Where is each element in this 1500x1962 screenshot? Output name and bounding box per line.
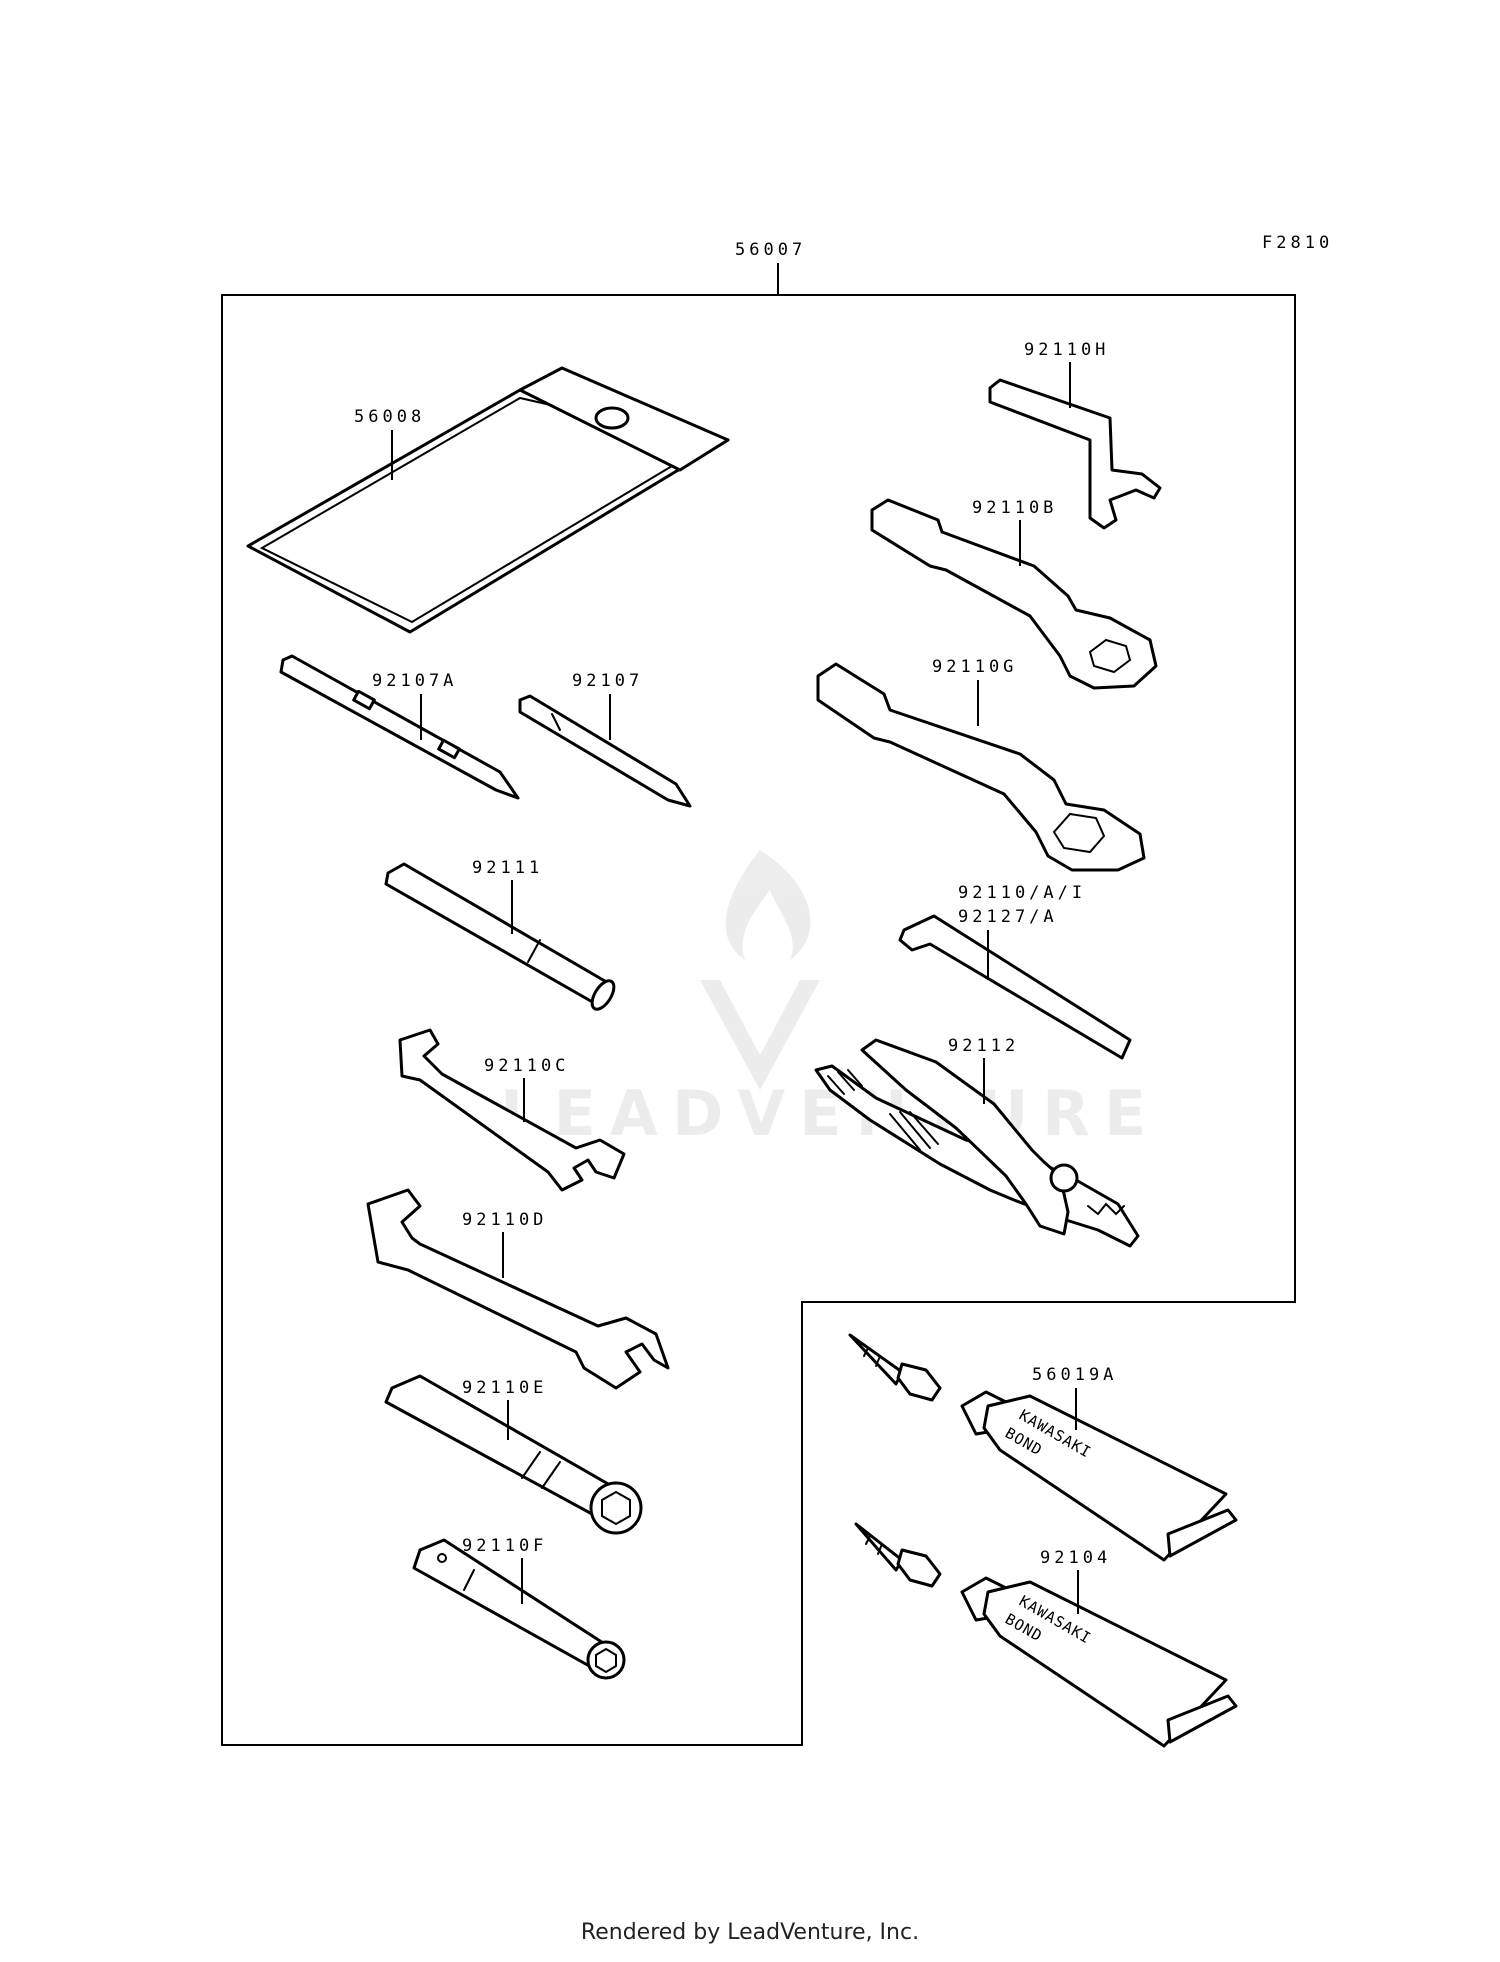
watermark-text: LEADVENTURE (500, 1077, 1160, 1150)
hex-key-92110-A-I (898, 914, 1132, 1060)
bond-tube-92104: KAWASAKI BOND (854, 1522, 1238, 1748)
part-label-92110-A-I: 92110/A/I (958, 883, 1086, 903)
part-label-92107: 92107 (572, 671, 643, 691)
part-label-92110F: 92110F (462, 1536, 547, 1556)
part-label-92107A: 92107A (372, 671, 457, 691)
part-label-92110D: 92110D (462, 1210, 547, 1230)
handle-92111 (384, 862, 616, 1011)
part-label-92111: 92111 (472, 858, 543, 878)
part-label-92110H: 92110H (1024, 340, 1109, 360)
hook-spanner-92110H (988, 378, 1162, 530)
kit-label: 56007 (735, 240, 806, 260)
part-label-92110G: 92110G (932, 657, 1017, 677)
open-end-wrench-92110D (366, 1188, 670, 1390)
socket-wrench-92110F (412, 1538, 626, 1680)
figure-code: F2810 (1262, 233, 1333, 253)
screwdriver-bit-92107A (279, 654, 520, 800)
part-label-92110E: 92110E (462, 1378, 547, 1398)
leadventure-watermark: LEADVENTURE (500, 850, 1160, 1150)
tool-case-56008 (246, 366, 730, 634)
part-label-92104: 92104 (1040, 1548, 1111, 1568)
part-label-92127-A: 92127/A (958, 907, 1058, 927)
screwdriver-bit-92107 (518, 694, 692, 808)
kit-frame (221, 294, 1296, 1746)
open-end-wrench-92110C (398, 1028, 626, 1192)
pliers-92112 (814, 1038, 1140, 1248)
part-label-92112: 92112 (948, 1036, 1019, 1056)
footer-credit: Rendered by LeadVenture, Inc. (580, 1920, 920, 1945)
socket-wrench-92110E (384, 1374, 643, 1535)
part-label-92110B: 92110B (972, 498, 1057, 518)
part-label-56019A: 56019A (1032, 1365, 1117, 1385)
box-wrench-92110G (816, 662, 1146, 872)
part-label-56008: 56008 (354, 407, 425, 427)
part-label-92110C: 92110C (484, 1056, 569, 1076)
box-wrench-92110B (870, 498, 1158, 690)
bond-tube-56019A: KAWASAKI BOND (848, 1333, 1238, 1562)
